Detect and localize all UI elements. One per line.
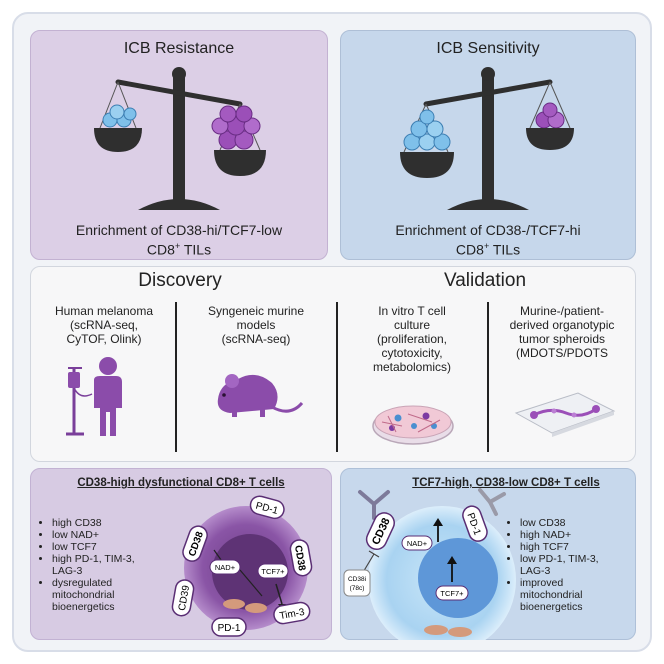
tcell-cluster-small bbox=[102, 104, 137, 128]
tim3-receptor bbox=[273, 601, 311, 625]
column-divider bbox=[487, 302, 489, 452]
mitochondria-icon bbox=[424, 625, 448, 635]
nad-label: NAD+ bbox=[215, 563, 236, 572]
tcf7-label: TCF7+ bbox=[261, 567, 285, 576]
cd38-receptor bbox=[182, 525, 208, 562]
dysfunctional-bullet-list: high CD38 low NAD+ low TCF7 high PD-1, T… bbox=[40, 517, 172, 613]
mitochondria-icon bbox=[448, 627, 472, 637]
column-line: Human melanoma bbox=[54, 304, 154, 318]
microfluidic-device-icon bbox=[514, 392, 616, 437]
column-line: cytotoxicity, bbox=[381, 346, 443, 360]
bullet-item: high NAD+ bbox=[520, 529, 644, 541]
mitochondria-icon bbox=[245, 603, 267, 613]
tcf7-high-tcell-diagram: CD38 PD-1 CD38i (78c) NAD+ TCF7+ bbox=[343, 488, 516, 640]
petri-dish-icon bbox=[372, 405, 454, 445]
column-human-melanoma: Human melanoma (scRNA-seq, CyTOF, Olink) bbox=[34, 304, 174, 346]
sensitivity-title: ICB Sensitivity bbox=[436, 40, 540, 57]
tcf7-pill bbox=[257, 563, 289, 579]
column-line: CyTOF, Olink) bbox=[66, 332, 142, 346]
tcf7-pill bbox=[435, 585, 469, 601]
validation-title: Validation bbox=[443, 270, 527, 291]
column-line: (MDOTS/PDOTS bbox=[516, 346, 608, 360]
tumor-cluster-large bbox=[211, 105, 261, 150]
antibody-icon bbox=[358, 490, 390, 520]
bullet-item: high TCF7 bbox=[520, 541, 644, 553]
sensitivity-caption: Enrichment of CD38-/TCF7-hi CD8+ TILs bbox=[340, 222, 636, 258]
mitochondria-icon bbox=[223, 599, 245, 609]
nad-pill bbox=[209, 559, 241, 575]
column-syngeneic-murine: Syngeneic murine models (scRNA-seq) bbox=[177, 304, 335, 346]
cd38-receptor bbox=[289, 539, 313, 577]
column-line: (scRNA-seq, bbox=[69, 318, 138, 332]
antibody-icon bbox=[478, 488, 506, 516]
bullet-item: low CD38 bbox=[520, 517, 644, 529]
tumor-cluster-small bbox=[535, 102, 565, 129]
column-line: models bbox=[236, 318, 276, 332]
nad-pill bbox=[401, 535, 433, 551]
tcell-cluster-large bbox=[403, 109, 451, 151]
column-line: derived organotypic bbox=[509, 318, 615, 332]
cd39-receptor bbox=[171, 579, 195, 617]
bullet-item: high CD38 bbox=[52, 517, 172, 529]
column-line: tumor spheroids bbox=[518, 332, 606, 346]
dysfunctional-tcell-diagram: CD38 PD-1 CD38 CD39 Tim-3 PD-1 NAD+ TCF7… bbox=[171, 495, 313, 637]
column-divider bbox=[175, 302, 177, 452]
inhibitor-label: CD38i bbox=[348, 576, 366, 583]
pd1-receptor bbox=[462, 505, 488, 542]
pd1-receptor bbox=[249, 495, 285, 520]
tcell-nucleus bbox=[212, 534, 288, 610]
discovery-title: Discovery bbox=[138, 270, 222, 291]
column-line: (scRNA-seq) bbox=[221, 332, 291, 346]
column-line: Murine-/patient- bbox=[519, 304, 605, 318]
sensitivity-caption-line2: CD8+ TILs bbox=[455, 241, 521, 258]
dysfunctional-title: CD38-high dysfunctional CD8+ T cells bbox=[77, 477, 285, 489]
tcf7-high-title: TCF7-high, CD38-low CD8+ T cells bbox=[412, 477, 600, 489]
cd38-inhibitor-box bbox=[343, 569, 371, 597]
bullet-item: low TCF7 bbox=[52, 541, 172, 553]
up-arrow-icon bbox=[433, 518, 443, 526]
discovery-validation-panel bbox=[30, 266, 636, 462]
mouse-icon bbox=[217, 374, 304, 417]
column-line: (proliferation, bbox=[376, 332, 448, 346]
column-line: Syngeneic murine bbox=[207, 304, 305, 318]
column-organotypic-spheroids: Murine-/patient- derived organotypic tum… bbox=[489, 304, 635, 360]
column-in-vitro: In vitro T cell culture (proliferation, … bbox=[338, 304, 486, 374]
column-line: culture bbox=[393, 318, 431, 332]
resistance-caption-line2: CD8+ TILs bbox=[146, 241, 212, 258]
sensitivity-caption-line1: Enrichment of CD38-/TCF7-hi bbox=[395, 222, 581, 238]
column-line: metabolomics) bbox=[372, 360, 452, 374]
bullet-item: low PD-1, TIM-3,LAG-3 bbox=[520, 553, 644, 577]
pd1-receptor bbox=[211, 617, 247, 637]
resistance-caption: Enrichment of CD38-hi/TCF7-low CD8+ TILs bbox=[30, 222, 328, 258]
bullet-item: low NAD+ bbox=[52, 529, 172, 541]
up-arrow-icon bbox=[447, 556, 457, 564]
cd39-label: CD39 bbox=[177, 584, 192, 612]
cd38-receptor bbox=[365, 512, 395, 551]
column-divider bbox=[336, 302, 338, 452]
balance-scale-sensitivity-icon bbox=[400, 67, 574, 210]
cd38-label: CD38 bbox=[292, 545, 307, 573]
nad-label: NAD+ bbox=[407, 539, 428, 548]
tcell-nucleus bbox=[418, 538, 498, 618]
inhibitor-label: (78c) bbox=[350, 585, 365, 592]
tim3-label: Tim-3 bbox=[279, 607, 306, 622]
patient-iv-icon bbox=[66, 357, 122, 436]
resistance-caption-line1: Enrichment of CD38-hi/TCF7-low bbox=[75, 222, 283, 238]
resistance-title: ICB Resistance bbox=[123, 40, 235, 57]
tcf7-high-bullet-list: low CD38 high NAD+ high TCF7 low PD-1, T… bbox=[508, 517, 644, 613]
column-line: In vitro T cell bbox=[378, 304, 446, 318]
bullet-item: high PD-1, TIM-3,LAG-3 bbox=[52, 553, 172, 577]
balance-scale-resistance-icon bbox=[94, 67, 266, 210]
tcf7-label: TCF7+ bbox=[440, 589, 464, 598]
pd1-label: PD-1 bbox=[218, 623, 241, 634]
